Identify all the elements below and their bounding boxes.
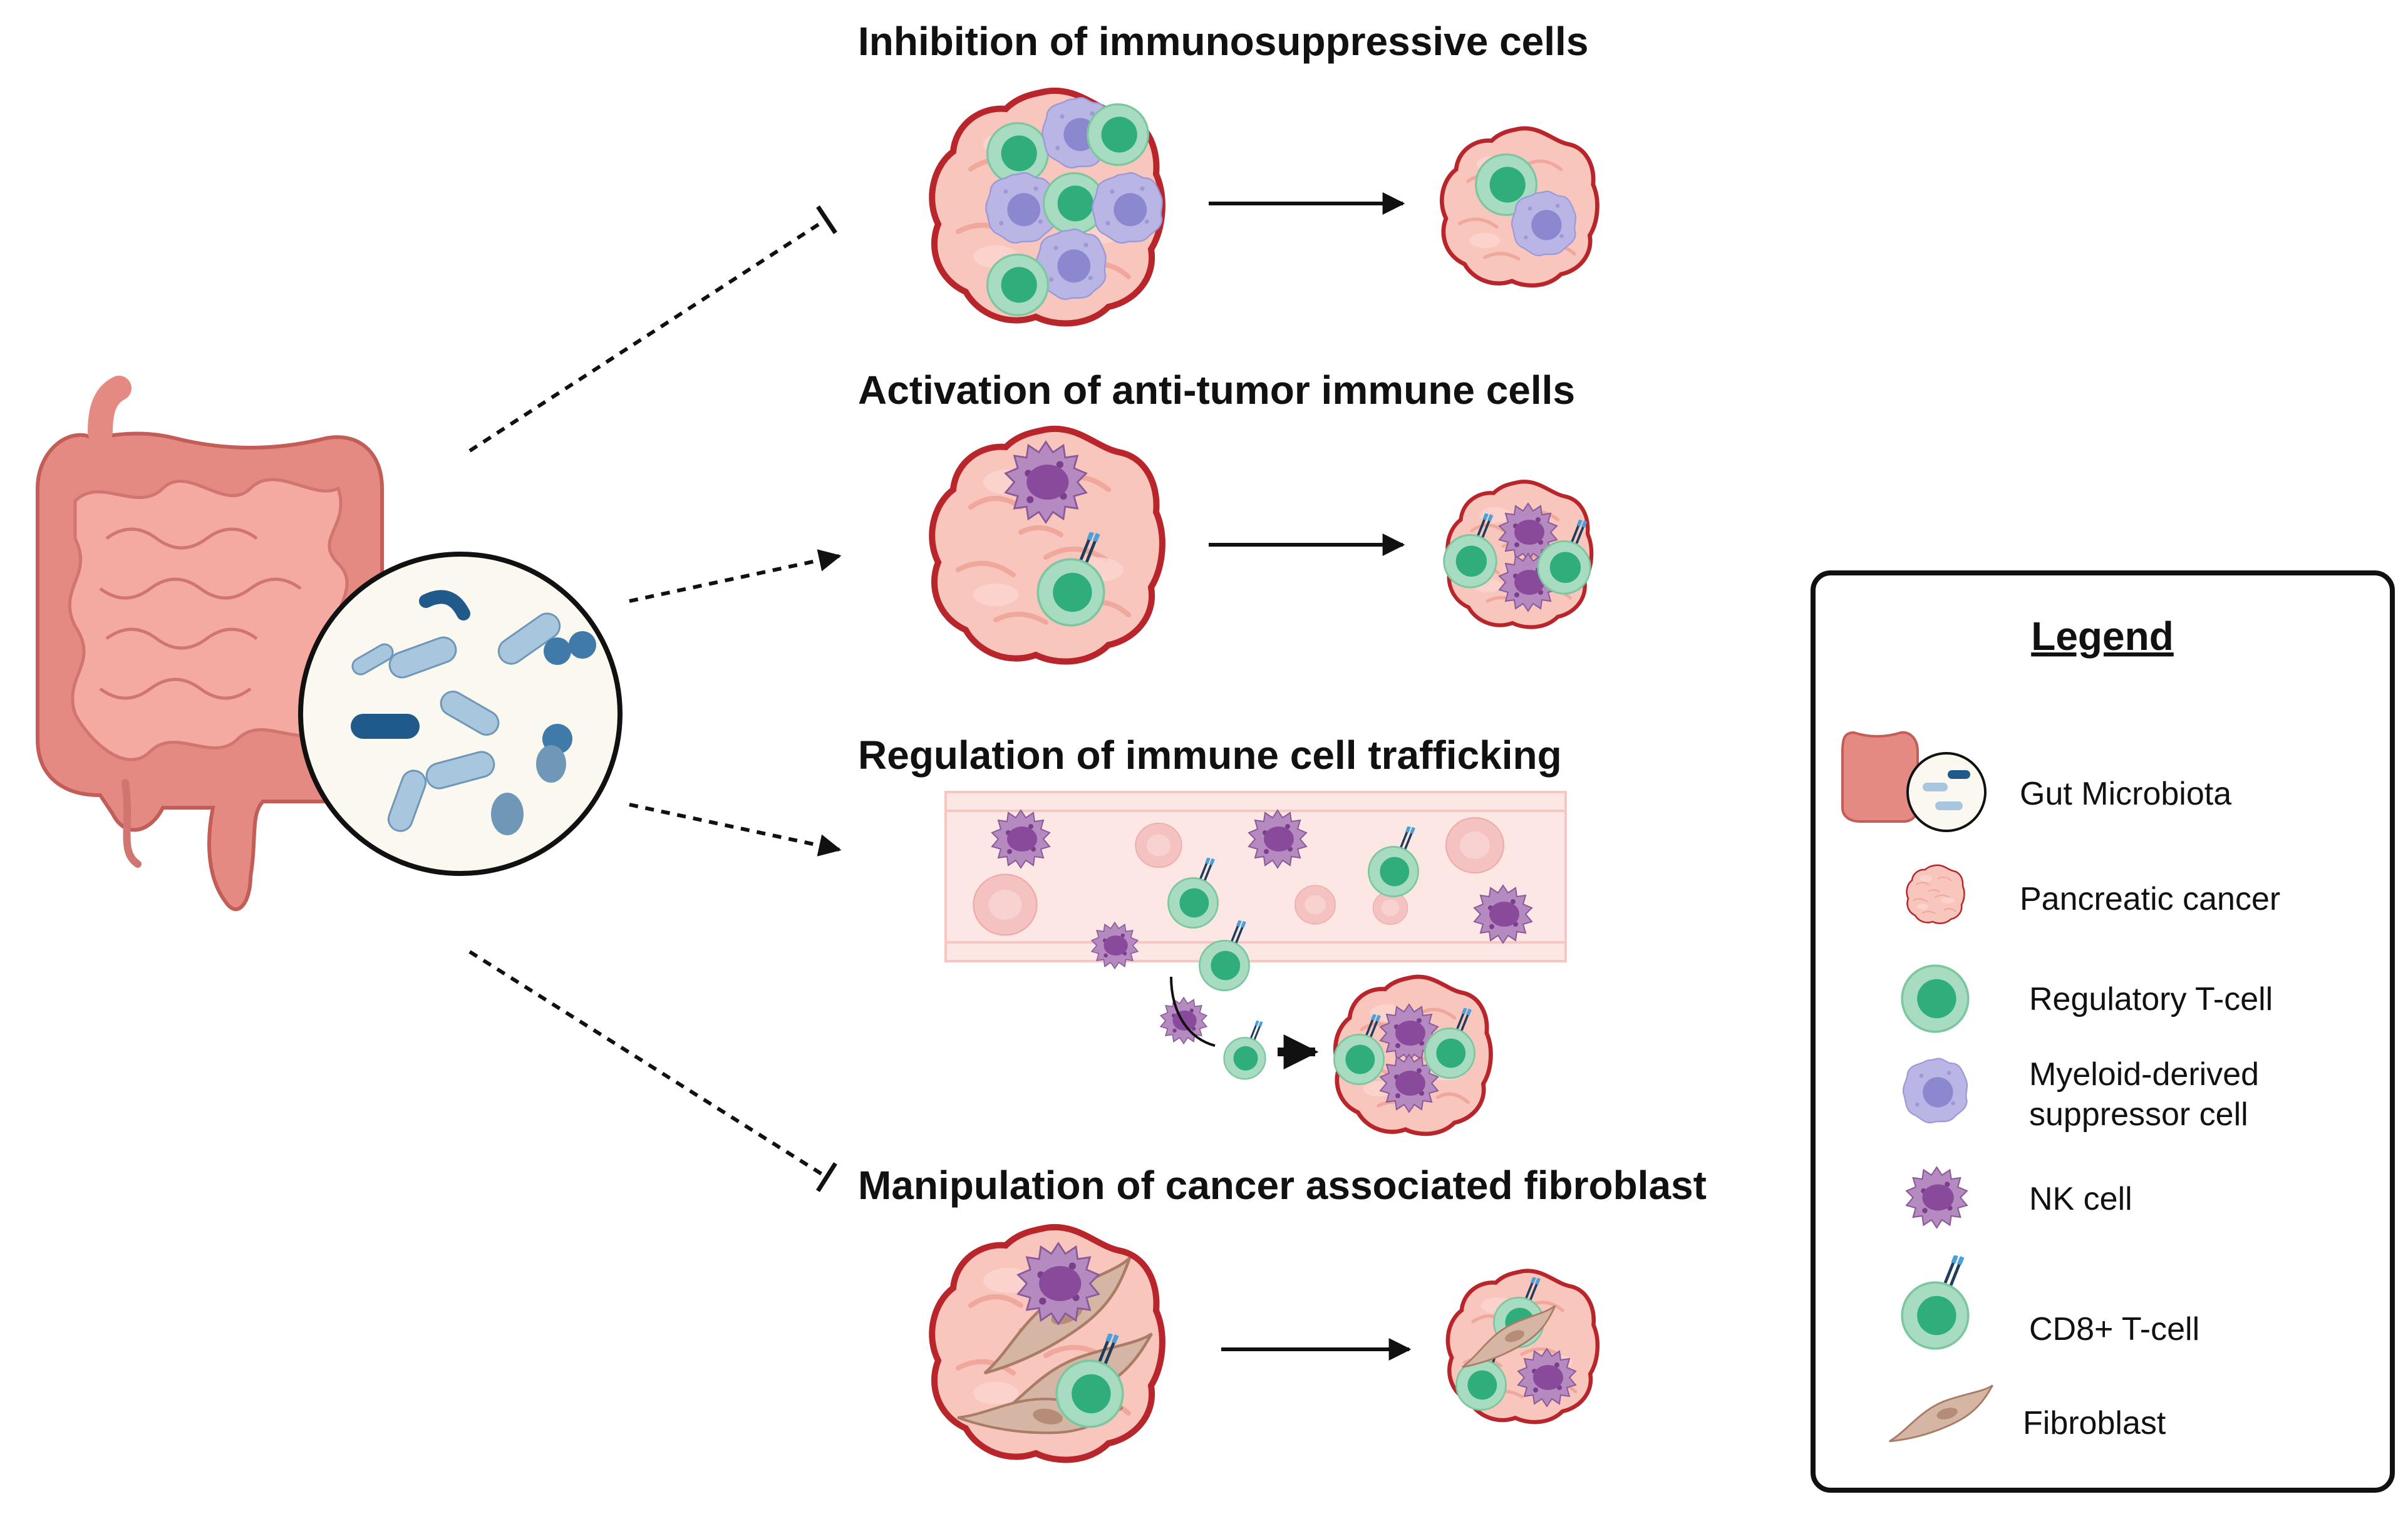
legend-label: Regulatory T-cell bbox=[2029, 981, 2273, 1017]
legend-item-gut-microbiota: Gut Microbiota bbox=[1841, 731, 2231, 832]
panel-trafficking: Regulation of immune cell trafficking bbox=[858, 733, 1567, 1134]
legend-item-regulatory-t-cell: Regulatory T-cell bbox=[1901, 964, 2273, 1033]
panel-fibroblast: Manipulation of cancer associated fibrob… bbox=[858, 1163, 1707, 1460]
legend-label-line2: suppressor cell bbox=[2029, 1096, 2248, 1133]
panel-activation: Activation of anti-tumor immune cells bbox=[858, 368, 1591, 662]
gut-microbiota-illustration bbox=[36, 376, 623, 912]
connector-promote-2 bbox=[629, 549, 842, 603]
legend-title: Legend bbox=[2031, 614, 2174, 659]
regulatory-t-cell-icon bbox=[1901, 964, 1970, 1033]
legend-item-cd8-t-cell: CD8+ T-cell bbox=[1902, 1255, 2199, 1349]
red-blood-cell bbox=[1445, 816, 1505, 874]
legend-label: Myeloid-derived bbox=[2029, 1056, 2259, 1093]
connector-promote-3 bbox=[629, 803, 842, 857]
nk-cell bbox=[1160, 997, 1207, 1044]
gut-microbiota-icon bbox=[1841, 731, 1919, 823]
pancreatic-cancer-icon bbox=[1906, 864, 1965, 924]
mdsc-cell bbox=[1092, 172, 1163, 244]
red-blood-cell bbox=[1135, 822, 1182, 868]
mdsc-cell bbox=[1511, 190, 1577, 257]
legend-item-nk-cell: NK cell bbox=[1906, 1166, 2132, 1228]
legend-box: Legend Gut Microbiota Pancreatic cancer … bbox=[1811, 570, 2395, 1493]
legend-label: CD8+ T-cell bbox=[2029, 1311, 2199, 1347]
panel-title: Manipulation of cancer associated fibrob… bbox=[858, 1163, 1707, 1208]
panel-title: Regulation of immune cell trafficking bbox=[858, 733, 1562, 778]
connector-inhibit-4 bbox=[468, 950, 837, 1192]
legend-item-mdsc: Myeloid-derived suppressor cell bbox=[1902, 1056, 2259, 1133]
legend-label: Pancreatic cancer bbox=[2020, 881, 2280, 917]
microbe-cluster bbox=[351, 590, 596, 835]
red-blood-cell bbox=[1294, 885, 1336, 925]
legend-label: Fibroblast bbox=[2023, 1405, 2166, 1441]
treg-cell bbox=[1086, 103, 1150, 167]
mdsc-icon bbox=[1902, 1058, 1968, 1124]
panel-title: Inhibition of immunosuppressive cells bbox=[858, 19, 1588, 64]
legend-item-pancreatic-cancer: Pancreatic cancer bbox=[1906, 864, 2280, 924]
connector-inhibit-1 bbox=[468, 205, 837, 453]
legend-label: Gut Microbiota bbox=[2020, 776, 2231, 812]
cd8-t-cell bbox=[1224, 1021, 1266, 1079]
panel-title: Activation of anti-tumor immune cells bbox=[858, 368, 1575, 413]
red-blood-cell bbox=[973, 873, 1038, 936]
treg-cell bbox=[986, 253, 1050, 317]
legend-item-fibroblast: Fibroblast bbox=[1881, 1384, 2166, 1445]
panel-inhibition: Inhibition of immunosuppressive cells bbox=[858, 19, 1597, 324]
legend-label: NK cell bbox=[2029, 1181, 2132, 1217]
